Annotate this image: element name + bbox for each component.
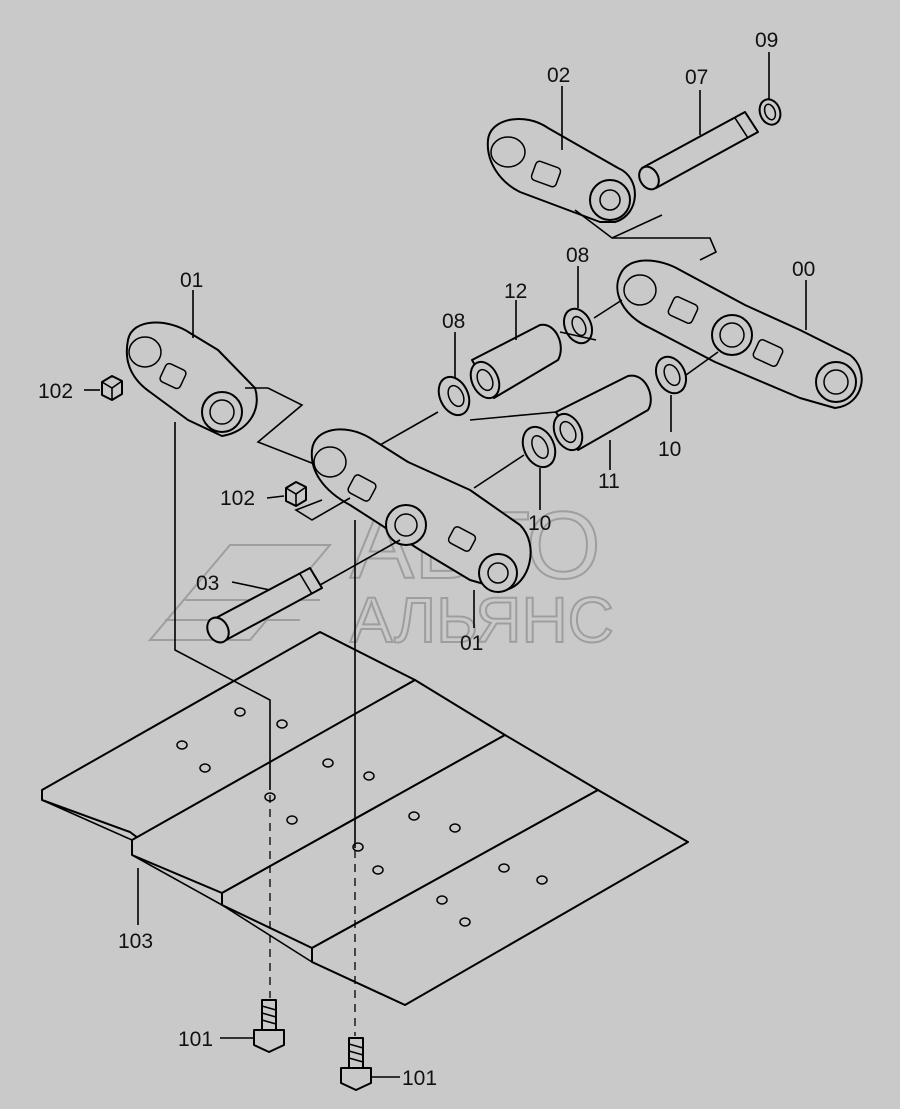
label-07: 07 [685,66,708,89]
seal-08-left [437,375,471,417]
label-00: 00 [792,258,815,281]
pin-03 [206,567,323,644]
watermark-line2: АЛЬЯНС [350,584,614,656]
label-10-left: 10 [528,512,551,535]
bolt-101-right [340,1037,372,1091]
bushing-12 [469,323,562,400]
label-08-right: 08 [566,244,589,267]
label-11: 11 [598,470,620,493]
label-101-right: 101 [402,1067,437,1090]
pin-07 [638,111,759,191]
nut-102-upper [101,375,123,401]
link-00 [616,259,863,409]
label-03: 03 [196,572,219,595]
seal-10-right [654,355,688,395]
track-shoes [41,631,689,1006]
shoe-bolt-holes [176,707,548,927]
assembly-lines [174,299,719,1036]
track-shoe-4 [311,789,689,1006]
seal-10-left [521,425,557,469]
link-01-lower-body [310,428,532,591]
nut-102-lower [285,481,307,507]
label-01-lower: 01 [460,632,483,655]
part-labels: 02 07 09 08 00 01 12 08 102 10 11 102 10… [38,29,815,1090]
bolt-101-left [253,999,285,1053]
label-01-upper: 01 [180,269,203,292]
label-09: 09 [755,29,778,52]
label-102-upper: 102 [38,380,73,403]
label-101-left: 101 [178,1028,213,1051]
link-01-lower [294,428,532,593]
label-102-lower: 102 [220,487,255,510]
link-02 [486,117,718,261]
label-103: 103 [118,930,153,953]
snap-ring-09 [758,98,782,126]
seal-08-right [562,307,594,345]
bushing-11 [552,374,652,452]
link-01-upper [125,321,346,477]
label-10-right: 10 [658,438,681,461]
label-08-left: 08 [442,310,465,333]
label-02: 02 [547,64,570,87]
label-12: 12 [504,280,527,303]
leader-lines [84,52,807,1078]
